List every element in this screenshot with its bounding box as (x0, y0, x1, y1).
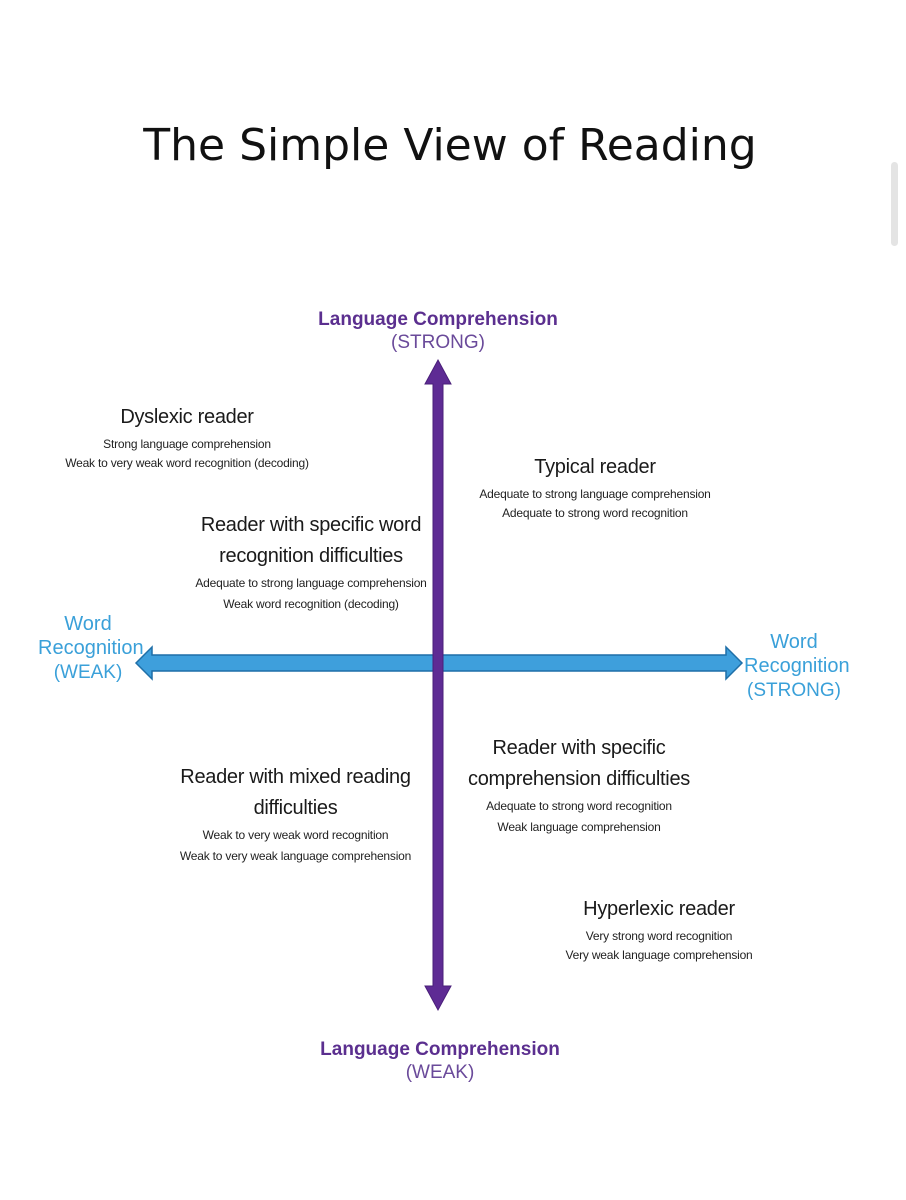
mixed-reader-line1: Weak to very weak word recognition (202, 828, 389, 842)
axis-label-top-paren: (STRONG) (391, 332, 485, 354)
mixed-difficulties-reader-group: Reader with mixed reading difficulties W… (168, 762, 423, 868)
scrollbar[interactable] (891, 162, 898, 246)
hyperlexic-reader-line2: Very weak language comprehension (565, 947, 753, 962)
typical-reader-line1: Adequate to strong language comprehensio… (479, 487, 711, 501)
axis-label-word-recognition-weak: Word Recognition (WEAK) (38, 612, 144, 684)
specific-comprehension-reader-line1: Adequate to strong word recognition (486, 799, 672, 813)
dyslexic-reader-title: Dyslexic reader (120, 406, 254, 428)
specific-word-reader-title-line1: Reader with specific word (200, 514, 422, 536)
axis-label-right-line3: (STRONG) (747, 679, 841, 701)
hyperlexic-reader-line1: Very strong word recognition (585, 929, 733, 943)
axis-label-left-line1: Word (64, 613, 112, 635)
hyperlexic-reader-group: Hyperlexic reader Very strong word recog… (534, 894, 784, 967)
axis-label-language-comprehension-weak: Language Comprehension (WEAK) (290, 1038, 590, 1084)
axis-label-left-line2: Recognition (38, 637, 144, 660)
specific-comprehension-reader-title-line2: comprehension difficulties (468, 768, 690, 790)
axis-label-word-recognition-strong: Word Recognition (STRONG) (744, 630, 850, 702)
typical-reader-line2: Adequate to strong word recognition (502, 505, 688, 520)
mixed-reader-title-line2: difficulties (253, 797, 338, 819)
mixed-reader-title-line1: Reader with mixed reading (180, 766, 411, 788)
specific-word-reader-line2: Weak word recognition (decoding) (223, 596, 399, 611)
axis-label-language-comprehension-strong: Language Comprehension (STRONG) (288, 308, 588, 354)
specific-word-reader-title-line2: recognition difficulties (219, 545, 403, 567)
axis-label-right-line2: Recognition (744, 655, 850, 678)
axis-label-right-line1: Word (770, 631, 818, 653)
vertical-arrow-language-comprehension (424, 358, 452, 1012)
specific-comprehension-reader-group: Reader with specific comprehension diffi… (454, 733, 704, 839)
axis-label-left-line3: (WEAK) (53, 661, 123, 683)
language-comprehension-arrow-shape (424, 358, 452, 1012)
specific-comprehension-reader-title-line1: Reader with specific (492, 737, 666, 759)
dyslexic-reader-line1: Strong language comprehension (103, 437, 271, 451)
specific-comprehension-reader-line2: Weak language comprehension (497, 819, 661, 834)
axis-label-bottom-paren: (WEAK) (405, 1062, 475, 1084)
axis-label-bottom-main: Language Comprehension (320, 1039, 560, 1060)
typical-reader-group: Typical reader Adequate to strong langua… (470, 452, 720, 525)
mixed-reader-line2: Weak to very weak language comprehension (179, 848, 412, 863)
page-title: The Simple View of Reading (143, 120, 757, 171)
typical-reader-title: Typical reader (534, 456, 656, 478)
dyslexic-reader-line2: Weak to very weak word recognition (deco… (65, 455, 309, 470)
dyslexic-reader-group: Dyslexic reader Strong language comprehe… (62, 402, 312, 475)
specific-word-recognition-reader-group: Reader with specific word recognition di… (186, 510, 436, 616)
hyperlexic-reader-title: Hyperlexic reader (583, 898, 735, 920)
specific-word-reader-line1: Adequate to strong language comprehensio… (195, 576, 427, 590)
axis-label-top-main: Language Comprehension (318, 309, 558, 330)
